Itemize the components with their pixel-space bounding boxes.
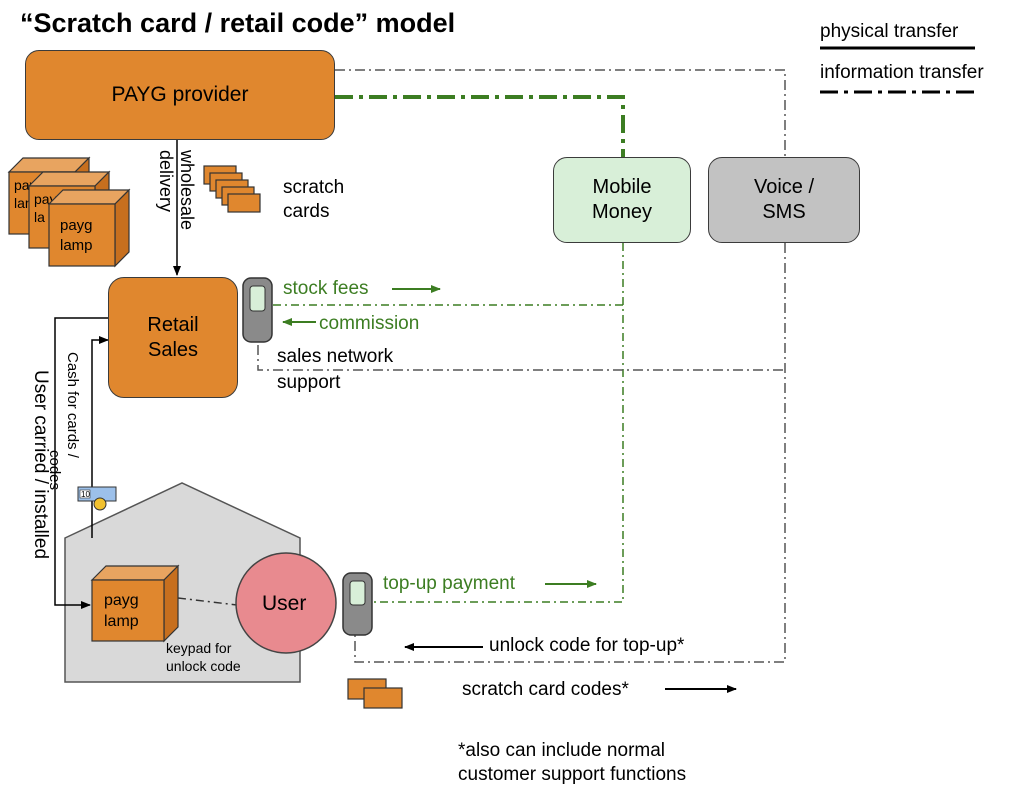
scratch-codes-label: scratch card codes* xyxy=(462,679,629,700)
user-lamp-icon: payg lamp xyxy=(90,564,180,643)
scratch-cards-icon xyxy=(203,165,261,213)
retail-phone-icon xyxy=(242,277,273,343)
wholesale-label-line-2: delivery xyxy=(156,150,176,213)
wholesale-label-line-1: wholesale xyxy=(177,150,197,231)
lamp-stack-icon: pay lam pay la payg lamp xyxy=(7,156,131,268)
footnote-line-1: *also can include normal xyxy=(458,740,666,761)
top-up-label: top-up payment xyxy=(383,573,516,594)
lamp-front-line-1: payg xyxy=(60,217,93,234)
mobile-money-box: Mobile Money xyxy=(553,157,691,243)
mobile-money-downlink xyxy=(355,243,624,603)
payg-provider-label: PAYG provider xyxy=(111,83,249,106)
legend-information-label: information transfer xyxy=(820,62,984,83)
payg-provider-box: PAYG provider xyxy=(25,50,335,140)
retail-sales-box: Retail Sales xyxy=(108,277,238,398)
user-phone-icon xyxy=(342,572,373,636)
user-node xyxy=(235,552,337,654)
commission-label: commission xyxy=(319,313,420,334)
voice-link xyxy=(335,69,786,663)
mobile-money-line-1: Mobile xyxy=(592,176,652,198)
mobile-money-link xyxy=(335,95,625,157)
keypad-line-1: keypad for xyxy=(166,640,232,656)
scratch-code-cards-icon xyxy=(347,678,403,709)
stock-fees-label: stock fees xyxy=(283,278,369,299)
mobile-money-line-2: Money xyxy=(591,201,653,223)
unlock-code-label: unlock code for top-up* xyxy=(489,635,685,656)
user-carried-label: User carried / installed xyxy=(30,370,51,560)
lamp-cube-front: payg lamp xyxy=(47,188,131,268)
voice-sms-line-1: Voice / xyxy=(753,176,815,198)
lamp-user-link xyxy=(177,597,238,606)
sales-network-link xyxy=(257,345,785,371)
cash-label-line-1: Cash for cards / xyxy=(64,352,81,458)
sales-network-line-1: sales network xyxy=(277,346,394,367)
user-label: User xyxy=(262,592,307,615)
retail-sales-line-2: Sales xyxy=(147,338,199,361)
lamp-front-line-2: lamp xyxy=(60,237,93,254)
scratch-cards-line-2: cards xyxy=(283,201,330,222)
voice-sms-line-2: SMS xyxy=(762,201,806,223)
keypad-line-2: unlock code xyxy=(166,658,241,674)
sales-network-line-2: support xyxy=(277,372,341,393)
user-carried-arrow xyxy=(54,317,108,609)
footnote-line-2: customer support functions xyxy=(458,764,687,785)
user-lamp-line-2: lamp xyxy=(104,613,139,630)
scratch-cards-line-1: scratch xyxy=(283,177,345,198)
cash-icon: 10 xyxy=(77,486,117,511)
legend-physical-label: physical transfer xyxy=(820,21,959,42)
lamp-middle-line-2: la xyxy=(34,209,45,225)
diagram-title: “Scratch card / retail code” model xyxy=(20,8,456,38)
banknote-value: 10 xyxy=(81,490,90,499)
retail-sales-line-1: Retail xyxy=(147,313,199,336)
cash-arrow xyxy=(91,336,109,538)
voice-sms-box: Voice / SMS xyxy=(708,157,860,243)
user-lamp-line-1: payg xyxy=(104,592,139,609)
